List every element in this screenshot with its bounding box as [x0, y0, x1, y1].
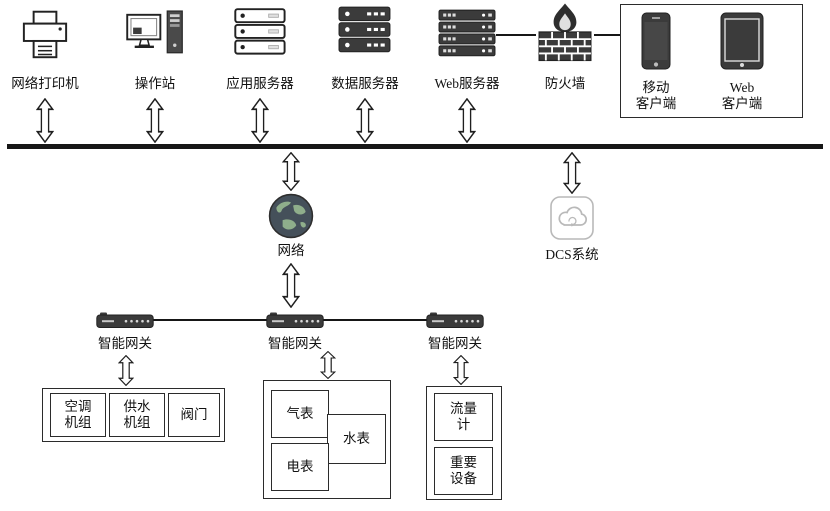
double-arrow	[563, 152, 581, 194]
double-arrow	[453, 355, 469, 385]
gateway-icon	[266, 312, 324, 328]
double-arrow	[282, 263, 300, 308]
device-box-label: 电表	[286, 459, 314, 474]
device-box-electric-meter: 电表	[271, 443, 329, 491]
device-box-label: 机组	[123, 415, 151, 430]
app-server-icon	[234, 8, 286, 55]
device-box-label: 水表	[343, 431, 370, 446]
device-box-label: 计	[456, 417, 471, 432]
dcs-label: DCS系统	[545, 247, 599, 262]
device-box-flow-meter: 流量 计	[434, 393, 493, 441]
device-label-firewall: 防火墙	[544, 76, 586, 91]
workstation-icon	[126, 10, 183, 54]
client-label-mobile-line2: 客户端	[635, 96, 677, 111]
double-arrow	[356, 98, 374, 143]
device-label-printer: 网络打印机	[11, 76, 79, 91]
device-label-workstation: 操作站	[134, 76, 176, 91]
device-box-gas-meter: 气表	[271, 390, 329, 438]
gateway-icon	[96, 312, 154, 328]
gateway-label-1: 智能网关	[98, 336, 152, 351]
client-label-web-line2: 客户端	[721, 96, 763, 111]
device-box-label: 流量	[450, 401, 477, 416]
connector-line	[594, 34, 620, 36]
device-box-label: 气表	[286, 406, 314, 421]
data-server-icon	[338, 6, 391, 53]
gateway-icon	[426, 312, 484, 328]
tablet-icon	[720, 12, 764, 70]
double-arrow	[251, 98, 269, 143]
gateway-label-3: 智能网关	[428, 336, 482, 351]
client-label-mobile-line1: 移动	[642, 80, 670, 95]
web-server-icon	[438, 9, 496, 57]
printer-icon	[22, 10, 68, 59]
device-box-label: 设备	[450, 471, 477, 486]
globe-icon	[268, 193, 314, 239]
device-box-label: 供水	[123, 399, 151, 414]
device-label-app-server: 应用服务器	[226, 76, 294, 91]
device-box-label: 阀门	[180, 407, 208, 422]
device-box-label: 机组	[64, 415, 92, 430]
device-box-critical-equipment: 重要 设备	[434, 447, 493, 495]
client-label-web: Web 客户端	[722, 80, 763, 112]
device-box-valve: 阀门	[168, 393, 220, 437]
device-box-water-meter: 水表	[327, 414, 386, 464]
double-arrow	[36, 98, 54, 143]
connector-line	[496, 34, 536, 36]
client-label-mobile: 移动 客户端	[636, 80, 677, 112]
double-arrow	[146, 98, 164, 143]
firewall-icon	[538, 3, 592, 62]
device-label-web-server: Web服务器	[434, 76, 500, 91]
device-box-water-supply-unit: 供水 机组	[109, 393, 165, 437]
double-arrow	[458, 98, 476, 143]
client-label-web-line1: Web	[729, 80, 755, 95]
device-box-label: 空调	[64, 399, 92, 414]
device-box-label: 重要	[450, 455, 477, 470]
double-arrow	[282, 152, 300, 191]
device-label-data-server: 数据服务器	[331, 76, 399, 91]
network-label: 网络	[277, 243, 305, 258]
double-arrow	[320, 351, 336, 379]
dcs-cloud-icon	[550, 196, 594, 240]
double-arrow	[118, 355, 134, 386]
backbone-bus-line	[7, 144, 823, 149]
smartphone-icon	[641, 12, 671, 70]
gateway-label-2: 智能网关	[268, 336, 322, 351]
device-box-ac-unit: 空调 机组	[50, 393, 106, 437]
